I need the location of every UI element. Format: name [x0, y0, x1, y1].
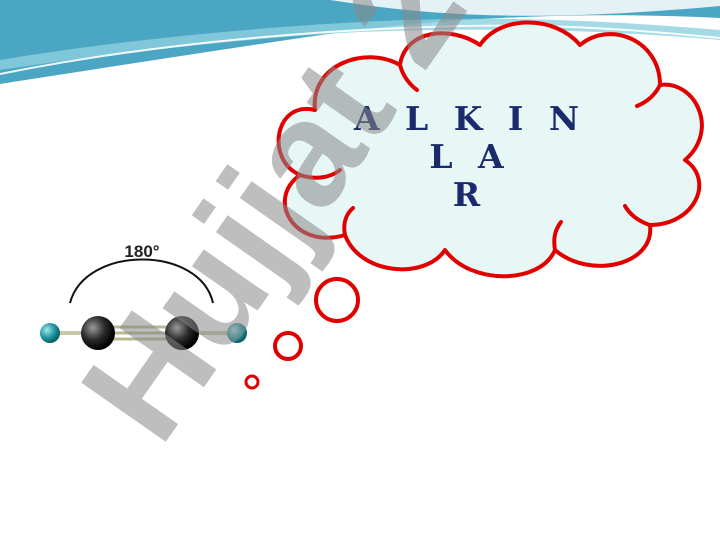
thought-bubbles: [244, 277, 360, 390]
thought-bubble-large: [314, 277, 360, 323]
angle-label: 180°: [124, 242, 159, 261]
carbon-atom-left: [81, 316, 115, 350]
thought-bubble-small: [244, 374, 260, 390]
thought-bubble-medium: [273, 331, 303, 361]
slide-title-line2: R: [452, 175, 488, 214]
acetylene-molecule-illustration: 180°: [40, 242, 247, 350]
hydrogen-atom-left: [40, 323, 60, 343]
cloud-shape: [276, 20, 704, 279]
header-swoosh: [0, 0, 720, 84]
angle-arc: [69, 258, 214, 304]
hydrogen-atom-right: [227, 323, 247, 343]
slide-title: A L K I N L A R: [340, 100, 600, 214]
carbon-atom-right: [165, 316, 199, 350]
slide-title-line1: A L K I N L A: [353, 99, 587, 176]
thought-cloud: [276, 20, 704, 279]
